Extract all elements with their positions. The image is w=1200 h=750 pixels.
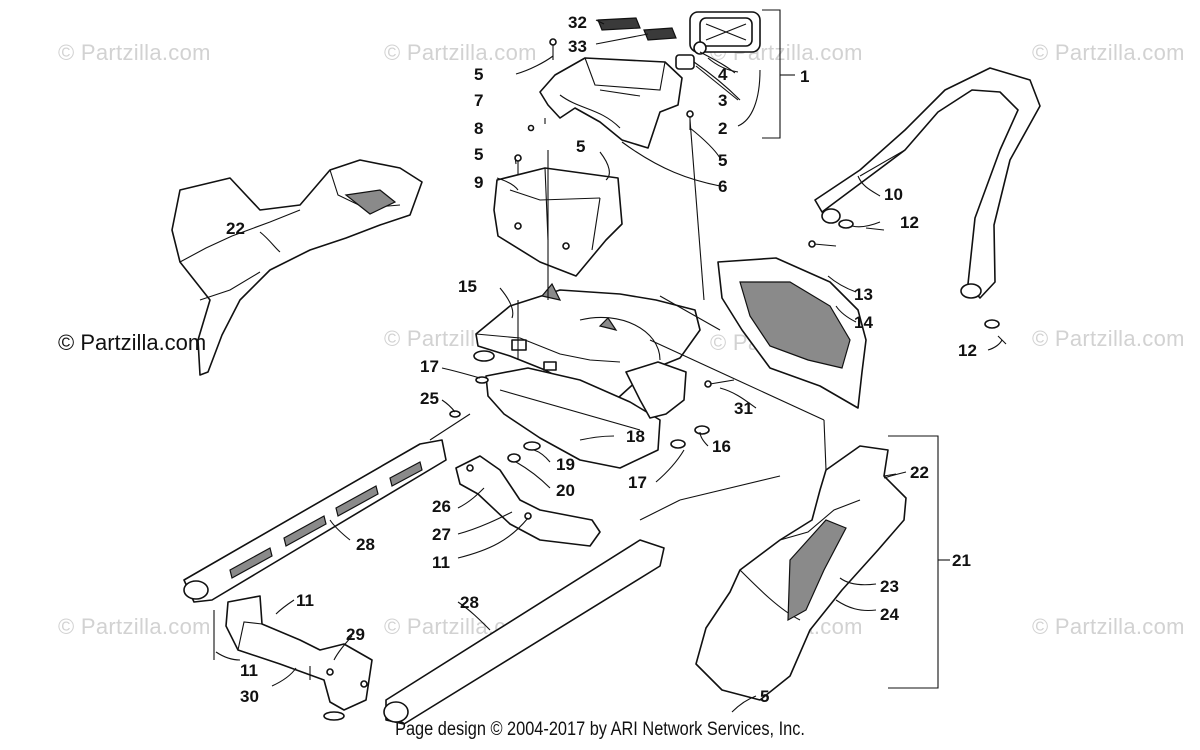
callout-10: 10 <box>884 185 903 204</box>
callout-26: 26 <box>432 497 451 516</box>
watermark: © Partzilla.com <box>1032 40 1185 65</box>
callout-5d: 5 <box>718 151 727 170</box>
side-reflector-lens <box>717 240 867 409</box>
callout-4: 4 <box>718 65 728 84</box>
callout-9: 9 <box>474 173 483 192</box>
callout-29: 29 <box>346 625 365 644</box>
hairpin-clips <box>838 219 1007 345</box>
callout-12b: 12 <box>958 341 977 360</box>
callout-13: 13 <box>854 285 873 304</box>
callout-17a: 17 <box>420 357 439 376</box>
tunnel-rail-lower <box>383 539 665 725</box>
callout-24: 24 <box>880 605 899 624</box>
page-footer: Page design © 2004-2017 by ARI Network S… <box>395 719 805 740</box>
reflector-decals <box>597 17 677 41</box>
tunnel-rail-upper <box>183 439 447 603</box>
flap-bracket <box>625 361 735 419</box>
callout-17b: 17 <box>628 473 647 492</box>
callout-8: 8 <box>474 119 483 138</box>
callout-21: 21 <box>952 551 971 570</box>
callout-22b: 22 <box>910 463 929 482</box>
copyright-label: © Partzilla.com <box>58 330 207 355</box>
callout-16: 16 <box>712 437 731 456</box>
callout-11c: 11 <box>432 553 450 572</box>
callout-7: 7 <box>474 91 483 110</box>
watermark: © Partzilla.com <box>384 40 537 65</box>
callout-31: 31 <box>734 399 753 418</box>
callout-5: 5 <box>474 65 483 84</box>
callout-11a: 11 <box>296 591 314 610</box>
callout-14: 14 <box>854 313 873 332</box>
callout-5c: 5 <box>576 137 585 156</box>
right-side-panel <box>695 445 907 701</box>
watermark: © Partzilla.com <box>1032 326 1185 351</box>
lower-bracket <box>213 595 373 721</box>
taillight-bracket <box>762 9 795 139</box>
callout-23: 23 <box>880 577 899 596</box>
callout-27: 27 <box>432 525 451 544</box>
callout-5b: 5 <box>474 145 483 164</box>
washers-nuts <box>449 350 710 463</box>
callout-28a: 28 <box>356 535 375 554</box>
rear-grab-bar <box>814 67 1041 299</box>
watermark: © Partzilla.com <box>1032 614 1185 639</box>
left-side-panel <box>171 159 423 376</box>
license-plate-bracket <box>493 167 623 277</box>
mud-flap <box>485 367 661 469</box>
callout-12a: 12 <box>900 213 919 232</box>
callout-5e: 5 <box>760 687 769 706</box>
watermark: © Partzilla.com <box>58 614 211 639</box>
callout-2: 2 <box>718 119 727 138</box>
callout-22a: 22 <box>226 219 245 238</box>
callout-6: 6 <box>718 177 727 196</box>
callout-33: 33 <box>568 37 587 56</box>
bulb-socket <box>675 41 741 101</box>
taillight-lens <box>689 11 761 53</box>
callout-32: 32 <box>568 13 587 32</box>
callout-labels: 1 2 3 4 5 5 5 5 5 6 7 8 9 10 11 11 11 12… <box>226 13 977 706</box>
callout-30: 30 <box>240 687 259 706</box>
callout-25: 25 <box>420 389 439 408</box>
callout-1: 1 <box>800 67 809 86</box>
callout-3: 3 <box>718 91 727 110</box>
watermark: © Partzilla.com <box>58 40 211 65</box>
callout-19: 19 <box>556 455 575 474</box>
callout-20: 20 <box>556 481 575 500</box>
taillight-housing <box>539 57 683 149</box>
callout-11b: 11 <box>240 661 258 680</box>
leader-lines <box>213 19 1003 713</box>
callout-18: 18 <box>626 427 645 446</box>
callout-28b: 28 <box>460 593 479 612</box>
callout-15: 15 <box>458 277 477 296</box>
